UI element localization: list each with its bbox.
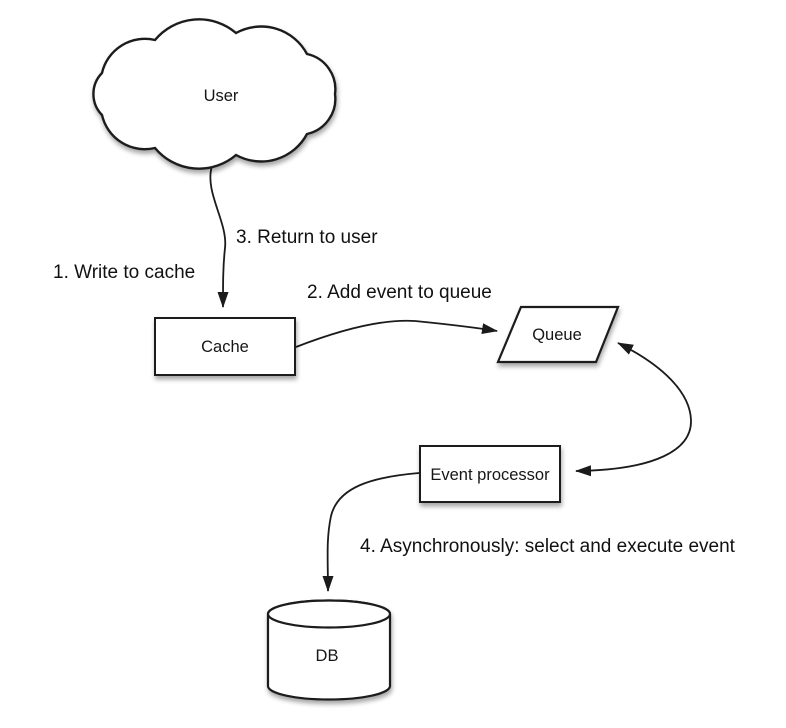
- queue-parallelogram: [496, 305, 620, 364]
- event-processor-label: Event processor: [430, 466, 550, 484]
- step2-add-event-to-queue-label: 2. Add event to queue: [307, 282, 492, 303]
- step3-return-to-user-label: 3. Return to user: [236, 227, 378, 248]
- user-label: User: [204, 87, 239, 105]
- edge-user-to-cache: [209, 165, 229, 308]
- user-cloud: [92, 18, 337, 170]
- queue-label: Queue: [532, 326, 582, 344]
- step1-write-to-cache-label: 1. Write to cache: [53, 262, 195, 283]
- edge-cache-to-queue: [295, 319, 498, 348]
- edge-queue-event-processor-two-way: [575, 342, 692, 477]
- cache-label: Cache: [201, 338, 249, 356]
- db-cylinder-top: [266, 599, 392, 629]
- edge-event-processor-to-db: [322, 472, 420, 592]
- step4-asynchronously-label: 4. Asynchronously: select and execute ev…: [360, 536, 736, 557]
- db-label: DB: [316, 647, 339, 665]
- event-processor-box: [419, 445, 561, 503]
- cache-box: [154, 317, 296, 376]
